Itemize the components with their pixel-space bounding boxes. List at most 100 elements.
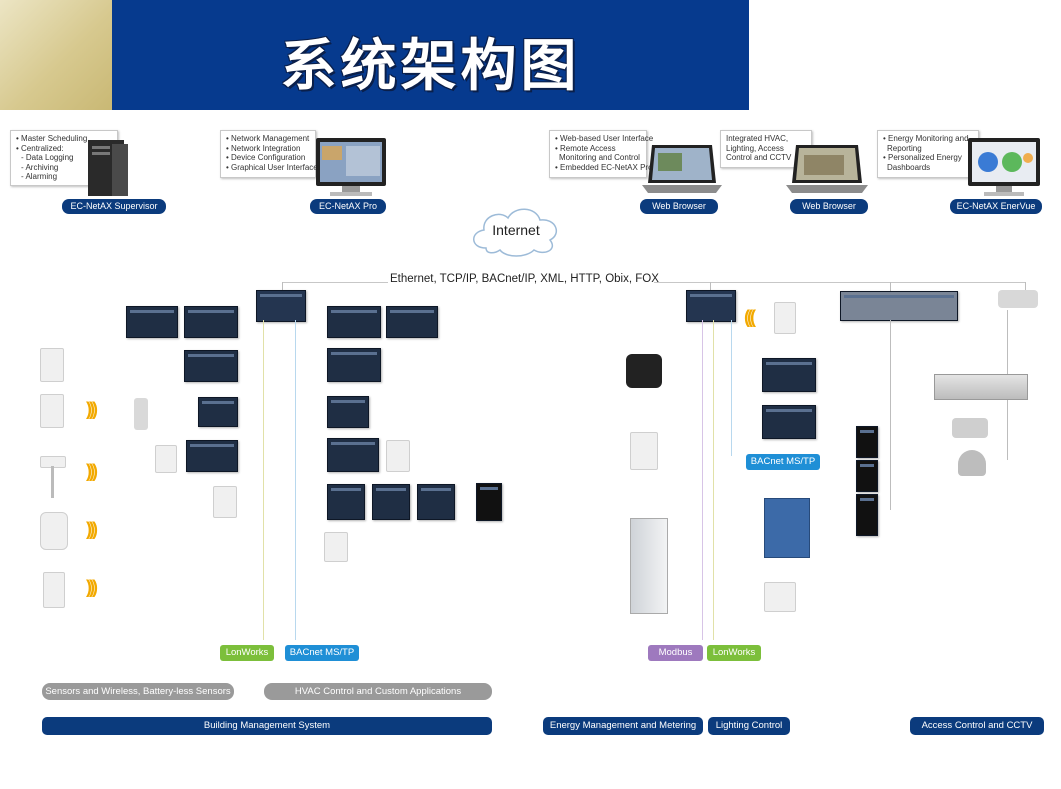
lighting-panel-icon: [764, 498, 810, 558]
web-browser-label-1: Web Browser: [640, 199, 718, 214]
system-energy-management: Energy Management and Metering: [543, 717, 703, 735]
pro-features: • Network Management • Network Integrati…: [220, 130, 318, 178]
wall-sensor: [40, 348, 64, 382]
controller-device: [327, 396, 369, 428]
server-tower-icon: [88, 140, 128, 196]
web-browser-label-2: Web Browser: [790, 199, 868, 214]
system-lighting-control: Lighting Control: [708, 717, 790, 735]
feature-line: • Master Scheduling: [16, 134, 88, 143]
header-corner-decoration: [0, 0, 112, 110]
controller-device: [184, 306, 238, 338]
controller-device: [184, 350, 238, 382]
feature-line: - Data Logging: [21, 153, 74, 162]
feature-line: • Device Configuration: [226, 153, 306, 162]
category-sensors: Sensors and Wireless, Battery-less Senso…: [42, 683, 234, 700]
security-camera-icon: [952, 418, 988, 438]
category-hvac: HVAC Control and Custom Applications: [264, 683, 492, 700]
supervisor-label: EC-NetAX Supervisor: [62, 199, 166, 214]
access-line: [890, 320, 891, 510]
light-switch-sensor: [43, 572, 65, 608]
access-control-panel-icon: [840, 291, 958, 321]
monitor-icon: [968, 138, 1040, 196]
backbone-right: [654, 282, 1026, 283]
controller-device: [327, 438, 379, 472]
feature-line: • Remote Access: [555, 143, 616, 153]
feature-line: • Web-based User Interface: [555, 134, 654, 143]
feature-line: - Archiving: [21, 162, 59, 172]
card-reader-icon: [856, 426, 878, 458]
thermostat-sensor: [40, 512, 68, 550]
system-building-management: Building Management System: [42, 717, 492, 735]
enervue-features: • Energy Monitoring and Reporting • Pers…: [877, 130, 979, 178]
controller-device: [762, 358, 816, 392]
lonworks-bus-line-right: [713, 320, 714, 640]
wireless-gateway-icon: [134, 398, 148, 430]
page-title: 系统架构图: [280, 34, 581, 99]
room-sensor: [155, 445, 177, 473]
controller-device: [762, 405, 816, 439]
controller-device: [186, 440, 238, 472]
backbone-drop: [890, 282, 891, 292]
dvr-recorder-icon: [934, 374, 1028, 400]
title-bar: [112, 0, 749, 110]
lonworks-tag-right: LonWorks: [707, 645, 761, 661]
modbus-tag: Modbus: [648, 645, 703, 661]
feature-line: Dashboards: [887, 162, 931, 172]
backbone-left: [282, 282, 388, 283]
bacnet-bus-line-right: [731, 320, 732, 456]
dome-camera-icon: [958, 450, 986, 476]
laptop-icon: [786, 145, 868, 193]
keypad-reader-icon: [856, 494, 878, 536]
wireless-signal-icon: (((: [744, 307, 756, 327]
room-sensor: [774, 302, 796, 334]
wireless-signal-icon: ))): [86, 577, 98, 597]
backbone-drop: [282, 282, 283, 292]
controller-device: [417, 484, 455, 520]
controller-device: [327, 484, 365, 520]
controller-device: [386, 306, 438, 338]
feature-line: Integrated HVAC,: [726, 134, 789, 143]
internet-cloud-icon: [473, 208, 558, 257]
duct-probe: [51, 466, 54, 498]
touch-panel-icon: [476, 483, 502, 521]
lighting-keypad-icon: [764, 582, 796, 612]
controller-device: [372, 484, 410, 520]
controller-device: [327, 306, 381, 338]
vfd-drive-icon: [630, 518, 668, 614]
modbus-bus-line: [702, 320, 703, 640]
lonworks-bus-line: [263, 320, 264, 640]
system-access-cctv: Access Control and CCTV: [910, 717, 1044, 735]
monitor-icon: [316, 138, 386, 196]
feature-line: - Alarming: [21, 172, 58, 181]
feature-line: • Network Management: [226, 134, 310, 143]
feature-line: Control and CCTV: [726, 153, 792, 162]
room-sensor: [386, 440, 410, 472]
laptop-icon: [642, 145, 722, 193]
camera-icon: [998, 290, 1038, 308]
backbone-drop: [710, 282, 711, 292]
room-sensor: [324, 532, 348, 562]
jace-controller-left: [256, 290, 306, 322]
feature-line: • Graphical User Interface: [226, 162, 318, 172]
controller-device: [327, 348, 381, 382]
feature-line: Reporting: [887, 143, 922, 153]
jace-controller-right: [686, 290, 736, 322]
controller-device: [198, 397, 238, 427]
bacnet-tag-left: BACnet MS/TP: [285, 645, 359, 661]
wireless-signal-icon: ))): [86, 461, 98, 481]
wall-sensor: [40, 394, 64, 428]
feature-line: • Energy Monitoring and: [883, 134, 969, 143]
backbone-drop: [1025, 282, 1026, 292]
internet-label: Internet: [492, 222, 540, 238]
feature-line: Monitoring and Control: [559, 153, 640, 162]
feature-line: • Personalized Energy: [883, 153, 962, 162]
web-browser-features: • Web-based User Interface • Remote Acce…: [549, 130, 654, 178]
feature-line: Lighting, Access: [726, 143, 784, 153]
pro-label: EC-NetAX Pro: [310, 199, 386, 214]
feature-line: • Centralized:: [16, 143, 64, 153]
energy-meter-icon: [626, 354, 662, 388]
lonworks-tag-left: LonWorks: [220, 645, 274, 661]
bacnet-tag-right: BACnet MS/TP: [746, 454, 820, 470]
card-reader-icon: [856, 460, 878, 492]
room-sensor: [213, 486, 237, 518]
